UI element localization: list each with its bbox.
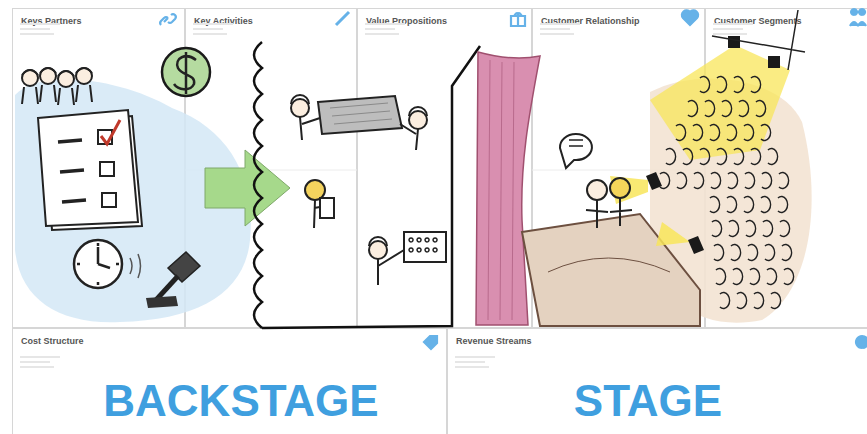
heart-icon (682, 10, 698, 25)
team-figures (22, 68, 92, 105)
clock-hands (77, 243, 119, 285)
watercolor-wash (15, 79, 251, 322)
section-heading: Key Activities (194, 16, 253, 26)
stage-wall (262, 46, 480, 328)
backstage-boundary (254, 42, 262, 328)
canvas-block: Keys Partners (12, 8, 185, 328)
control-panel (404, 232, 446, 262)
stage-banner: BACKSTAGE (21, 379, 461, 423)
carried-box (318, 96, 402, 134)
section-heading: Revenue Streams (456, 336, 532, 346)
stage-banner: STAGE (428, 379, 867, 423)
spotlight-beam (650, 45, 790, 160)
crew-bodies (291, 95, 427, 285)
audience-heads (660, 76, 793, 308)
audience-wash (650, 78, 812, 322)
checkboxes (98, 130, 116, 207)
canvas-block: Customer Segments (705, 8, 867, 328)
speech-lines (569, 140, 583, 146)
performers (560, 134, 632, 228)
performer-head (587, 180, 607, 200)
dollar-mark (174, 52, 196, 94)
paper-sheet (44, 116, 142, 230)
lighting-rig (712, 10, 805, 70)
stage-mark (548, 258, 670, 272)
spotlight-lamps (646, 36, 780, 254)
crew-head (369, 241, 387, 259)
figure-head (76, 68, 92, 84)
canvas-block: Revenue StreamsSTAGE (447, 328, 867, 434)
section-heading: Cost Structure (21, 336, 84, 346)
money-icon (856, 336, 867, 348)
stage-beams (610, 176, 690, 246)
section-heading: Customer Relationship (541, 16, 640, 26)
performer-head (610, 178, 630, 198)
crew-head (409, 111, 427, 129)
figure-head (40, 68, 56, 84)
speech-bubble (560, 134, 592, 168)
motion-lines (130, 254, 141, 278)
canvas-block: Value Propositions (357, 8, 532, 328)
figure-bodies (22, 68, 92, 105)
tag-icon (424, 336, 437, 349)
crew-head (305, 180, 325, 200)
gift-icon (511, 13, 525, 26)
section-heading: Value Propositions (366, 16, 447, 26)
box-hatch (330, 103, 392, 124)
figure-head (58, 71, 74, 87)
placeholder-lines (20, 24, 753, 367)
performer-bodies (586, 198, 632, 228)
section-heading: Keys Partners (21, 16, 82, 26)
gavel-head (168, 252, 200, 282)
link-icon (160, 14, 176, 25)
flow-arrow (205, 150, 290, 226)
stage-curtain (476, 52, 540, 325)
clipboard (320, 198, 334, 218)
people-icon (850, 9, 866, 26)
header-icons (160, 9, 867, 349)
gavel-base (146, 296, 178, 308)
stage-floor (522, 214, 700, 326)
canvas-block: Key Activities (185, 8, 357, 328)
faint-divider (185, 170, 705, 171)
checklist-lines (58, 140, 86, 202)
clock-face (74, 240, 122, 288)
panel-buttons (409, 238, 437, 252)
crew-figures (291, 95, 446, 285)
tool-icon (336, 12, 349, 25)
checklist-sheet (38, 110, 138, 226)
money-coin (162, 48, 210, 96)
crew-head (291, 99, 309, 117)
gavel-handle (156, 276, 178, 300)
figure-head (22, 70, 38, 86)
section-heading: Customer Segments (714, 16, 802, 26)
curtain-folds (488, 60, 514, 320)
canvas-block: Customer Relationship (532, 8, 705, 328)
canvas-block: Cost StructureBACKSTAGE (12, 328, 447, 434)
check-mark (101, 120, 120, 144)
